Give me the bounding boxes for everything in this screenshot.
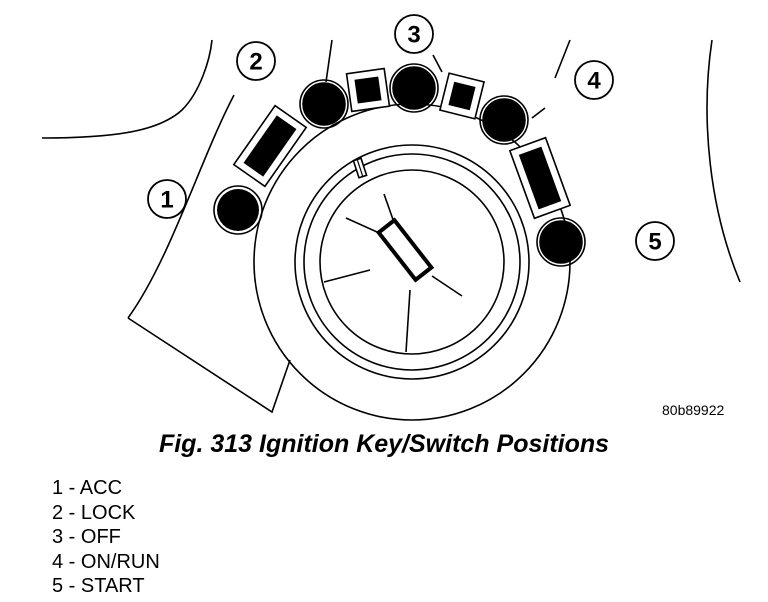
position-dot-start xyxy=(539,220,583,264)
legend-item: 2 - LOCK xyxy=(52,501,136,524)
cylinder-spoke xyxy=(431,275,463,297)
panel-tick-d xyxy=(531,107,546,119)
legend-item: 4 - ON/RUN xyxy=(52,550,160,573)
cylinder-spoke xyxy=(323,269,371,283)
detent-acc-lock xyxy=(232,104,308,188)
panel-outline-left xyxy=(41,39,213,139)
callout-5: 5 xyxy=(648,229,661,256)
panel-line-lower xyxy=(127,317,291,414)
index-marker xyxy=(352,157,368,179)
callout-2: 2 xyxy=(249,49,262,76)
legend-item: 5 - START xyxy=(52,575,145,597)
position-dot-off xyxy=(392,66,436,110)
ignition-switch-diagram: 1 2 3 4 5 xyxy=(41,14,741,421)
position-dot-on-run xyxy=(482,98,526,142)
panel-tick-a xyxy=(325,39,333,83)
legend-item: 3 - OFF xyxy=(52,526,121,548)
panel-tick-b xyxy=(554,39,571,79)
panel-tick-c xyxy=(432,54,443,73)
detent-on-start xyxy=(508,136,572,220)
callout-3: 3 xyxy=(407,22,420,49)
position-dot-acc xyxy=(217,189,259,231)
key-slot xyxy=(375,217,435,283)
detent-lock-off xyxy=(345,67,391,113)
panel-curve-right xyxy=(706,39,741,283)
cylinder-spoke xyxy=(405,289,411,353)
callout-4: 4 xyxy=(587,68,601,95)
legend-list: 1 - ACC 2 - LOCK 3 - OFF 4 - ON/RUN 5 - … xyxy=(52,476,160,599)
detent-off-on xyxy=(438,72,486,120)
figure-caption: Fig. 313 Ignition Key/Switch Positions xyxy=(158,430,610,458)
middle-bezel-ring xyxy=(294,144,530,380)
position-dot-lock xyxy=(302,82,346,126)
figure-code: 80b89922 xyxy=(662,402,725,418)
inner-bezel-ring xyxy=(303,153,521,371)
lock-cylinder xyxy=(319,169,505,355)
legend-item: 1 - ACC xyxy=(52,477,123,499)
callout-1: 1 xyxy=(160,187,173,214)
